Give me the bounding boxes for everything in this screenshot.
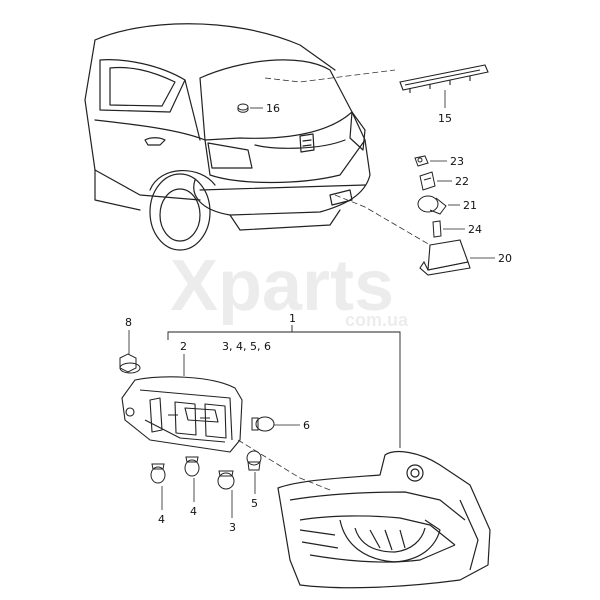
callout-8: 8 [125,316,132,329]
callout-16: 16 [266,102,280,115]
callout-23: 23 [450,155,464,168]
nut-part-8 [119,353,141,374]
watermark-domain: com.ua [345,310,409,330]
callout-24: 24 [468,223,482,236]
callout-1: 1 [289,312,296,325]
callout-3: 3 [229,521,236,534]
leader-15 [264,69,396,83]
car-body [84,23,371,251]
callout-group-3-6: 3, 4, 5, 6 [222,340,271,353]
bulb-carrier-part-2 [121,376,243,453]
tail-lamp-part-1 [277,451,491,589]
callout-6: 6 [303,419,310,432]
watermark-brand: Xparts [170,246,394,326]
leader-carrier-lamp [237,439,331,491]
leader-20 [334,194,431,246]
callout-4-right: 4 [190,505,197,518]
callout-15: 15 [438,112,452,125]
callout-4-left: 4 [158,513,165,526]
grommet-part-16 [237,103,249,113]
bulb-part-4-right [184,456,200,477]
socket-part-21 [417,195,447,215]
callout-20: 20 [498,252,512,265]
bulb-part-3 [217,470,235,490]
bulb-part-6 [251,416,275,432]
callout-5: 5 [251,497,258,510]
bulb-part-5 [246,450,262,471]
callout-2: 2 [180,340,187,353]
plate-lamp-part-20 [419,239,471,276]
bracket-1 [167,331,401,340]
callout-22: 22 [455,175,469,188]
bulb-part-24 [432,220,442,238]
clip-part-23 [414,155,429,167]
brake-light-part-15 [399,64,489,93]
bulb-part-22 [419,171,436,191]
bulb-part-4-left [150,463,166,484]
callout-21: 21 [463,199,477,212]
